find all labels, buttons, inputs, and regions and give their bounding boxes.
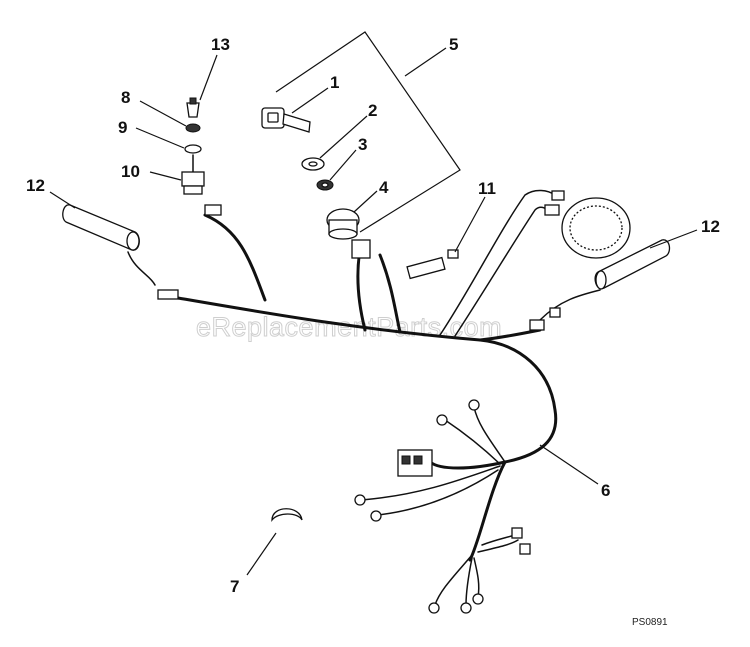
leader-6	[539, 444, 599, 485]
headlight	[544, 190, 631, 259]
nut	[316, 179, 334, 191]
right-grip-heater	[594, 239, 671, 290]
right-grip-wire	[539, 289, 601, 321]
main-harness-wire-right	[478, 328, 542, 342]
leader-11	[454, 196, 486, 253]
callout-5: 5	[449, 35, 458, 54]
kit-bracket	[275, 31, 461, 233]
drawing-code: PS0891	[632, 617, 668, 628]
leader-2	[319, 115, 368, 159]
callout-10: 10	[121, 162, 140, 181]
callout-13: 13	[211, 35, 230, 54]
leader-12-left	[49, 191, 76, 209]
callout-9: 9	[118, 118, 127, 137]
callout-6: 6	[601, 481, 610, 500]
spade-terminal	[511, 527, 523, 539]
lower-harness-wire	[428, 460, 507, 470]
leader-4	[353, 190, 378, 213]
right-grip-connector	[549, 307, 561, 318]
lower-branch-g	[473, 557, 480, 598]
callout-8: 8	[121, 88, 130, 107]
leader-10	[149, 171, 182, 181]
lower-branch-d	[377, 469, 499, 516]
lower-branch-e	[434, 554, 473, 606]
left-grip-heater	[62, 204, 156, 286]
leader-3	[329, 149, 357, 181]
lower-branch-h	[477, 539, 519, 553]
callout-4: 4	[379, 178, 389, 197]
switch-knob	[186, 97, 200, 118]
callout-1: 1	[330, 73, 339, 92]
switch-washer	[184, 144, 202, 154]
harness-module	[406, 256, 446, 280]
callout-2: 2	[368, 101, 377, 120]
lower-branch-f	[465, 557, 473, 606]
left-grip-connector	[157, 289, 179, 300]
leader-5	[404, 47, 447, 77]
light-branch-wire	[439, 189, 556, 336]
leader-12-right	[649, 229, 698, 249]
callout-12-right: 12	[701, 217, 720, 236]
key	[261, 107, 311, 133]
callout-12-left: 12	[26, 176, 45, 195]
washer	[301, 157, 325, 171]
right-grip-connector-2	[529, 319, 545, 331]
ignition-branch-wire	[356, 248, 367, 332]
toggle-switch	[181, 154, 205, 195]
lower-branch-a	[473, 406, 506, 463]
ignition-switch	[326, 208, 371, 259]
multi-pin-connector	[397, 449, 433, 477]
callout-3: 3	[358, 135, 367, 154]
lower-branch-c	[361, 465, 501, 501]
switch-connector	[204, 204, 222, 216]
connector-11	[447, 249, 459, 259]
callout-11: 11	[478, 179, 496, 198]
retaining-ring	[271, 508, 303, 522]
leader-7	[246, 532, 277, 576]
main-harness-wire	[176, 296, 558, 464]
lower-trunk-wire	[468, 460, 507, 562]
leader-9	[135, 127, 185, 149]
callout-7: 7	[230, 577, 239, 596]
light-branch-wire-2	[454, 206, 549, 337]
switch-branch-wire	[203, 213, 267, 302]
ignition-branch-wire-2	[378, 253, 402, 334]
ring-terminal-group	[354, 399, 484, 614]
leader-13	[199, 54, 218, 101]
switch-nut	[185, 123, 201, 133]
leader-1	[291, 87, 329, 114]
lower-branch-b	[444, 419, 501, 465]
leader-8	[139, 100, 187, 127]
spade-terminal	[519, 543, 531, 555]
